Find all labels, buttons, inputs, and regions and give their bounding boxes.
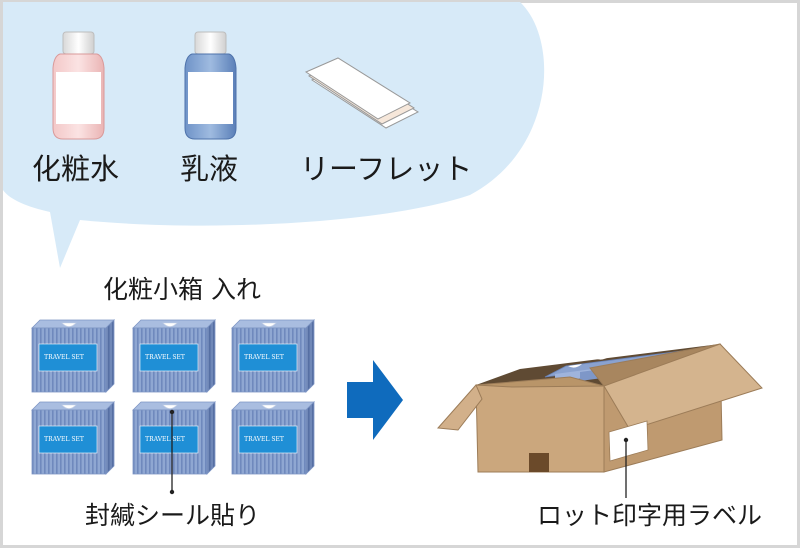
lotion-label: 化粧水	[32, 152, 120, 186]
product-box-text: TRAVEL SET	[244, 436, 284, 443]
leaflet-label: リーフレット	[300, 152, 473, 186]
milk-bottle-icon	[184, 31, 237, 140]
boxing-step-label: 化粧小箱 入れ	[103, 275, 261, 304]
shipping-carton-icon	[436, 343, 763, 473]
product-box-text: TRAVEL SET	[145, 436, 185, 443]
product-box-text: TRAVEL SET	[44, 436, 84, 443]
lot-label-step-label: ロット印字用ラベル	[537, 501, 763, 530]
lot-label-pointer	[623, 437, 629, 498]
seal-pointer	[169, 409, 175, 495]
leaflet-icon	[304, 57, 420, 129]
lotion-bottle-icon	[52, 31, 105, 140]
product-box-text: TRAVEL SET	[44, 354, 84, 361]
seal-step-label: 封緘シール貼り	[85, 501, 261, 530]
product-box-grid: TRAVEL SET TRAVEL SET TRAVEL SET TRAVEL …	[31, 319, 315, 475]
speech-bubble	[3, 2, 545, 268]
product-box-text: TRAVEL SET	[244, 354, 284, 361]
arrow-right-icon	[347, 360, 403, 440]
milk-label: 乳液	[180, 152, 239, 186]
product-box-text: TRAVEL SET	[145, 354, 185, 361]
